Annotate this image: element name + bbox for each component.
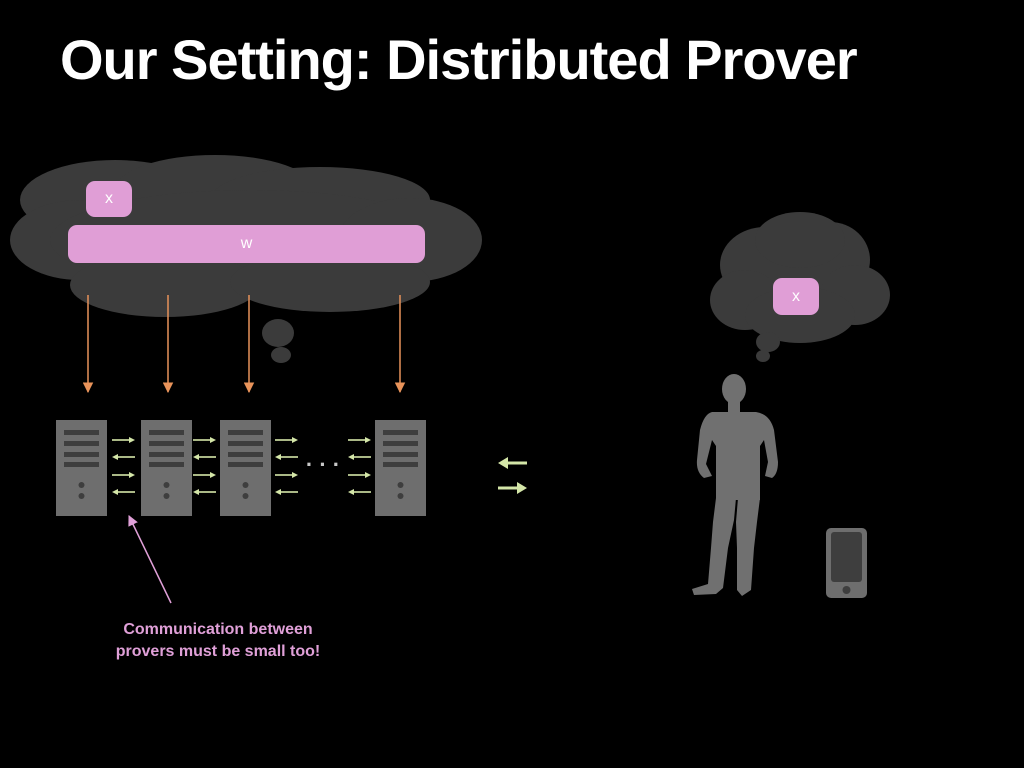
server-ellipsis: · · ·	[306, 452, 340, 477]
prover-witness-w: w	[68, 225, 425, 263]
server-icon	[56, 420, 107, 516]
verifier-thought-cloud	[710, 212, 890, 362]
server-icon	[141, 420, 192, 516]
person-icon	[692, 374, 778, 596]
prover-verifier-arrows	[498, 457, 527, 494]
server-icon	[375, 420, 426, 516]
inter-server-arrows	[112, 437, 371, 495]
verifier-statement-x: x	[773, 278, 819, 315]
server-icon	[220, 420, 271, 516]
witness-distribution-arrows	[82, 295, 406, 394]
phone-icon	[826, 528, 867, 598]
communication-annotation: Communication between provers must be sm…	[115, 621, 321, 660]
annotation-arrow	[128, 515, 172, 604]
slide-title: Our Setting: Distributed Prover	[60, 28, 858, 91]
prover-statement-x: x	[86, 181, 132, 217]
